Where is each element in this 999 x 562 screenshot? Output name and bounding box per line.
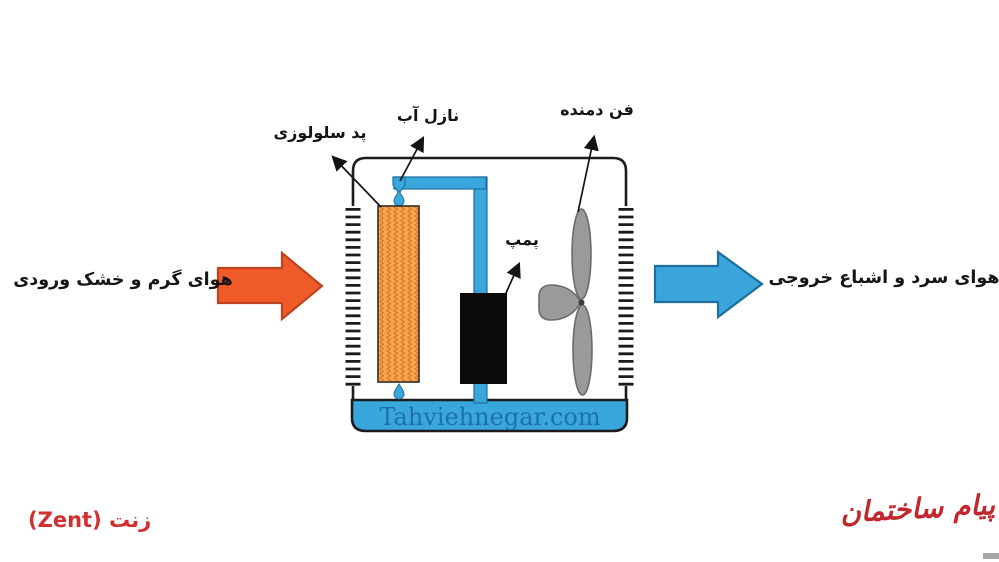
cabinet-top-wall [351, 156, 628, 206]
fan-blade-top [571, 208, 592, 300]
pipe-horizontal [393, 176, 487, 190]
pad-callout-arrow [331, 155, 382, 208]
fan-label: فن دمنده [560, 100, 634, 119]
cellulose-pad [377, 205, 420, 383]
blower-fan [538, 208, 593, 396]
water-basin [350, 398, 629, 433]
fan-blade-left [538, 284, 582, 321]
callout-arrows [331, 134, 599, 294]
water-pipe [392, 176, 488, 404]
watermark-text: Tahviehnegar.com [379, 403, 601, 431]
outlet-air-label: هوای سرد و اشباع خروجی [768, 268, 999, 288]
water-drop-icon [393, 382, 405, 400]
pump-callout-arrow [505, 261, 521, 294]
inlet-air-label: هوای گرم و خشک ورودی [13, 270, 233, 290]
pump-body [460, 293, 507, 384]
caption-zent: زنت (Zent) [28, 508, 152, 532]
cooler-cabinet [345, 156, 634, 401]
inlet-air-arrow-icon [216, 250, 324, 322]
corner-bar [983, 553, 999, 559]
nozzle-callout-arrow [399, 135, 425, 182]
water-drop-icon [393, 189, 405, 207]
outlet-air-arrow-icon [653, 249, 764, 320]
fan-blade-bottom [572, 304, 593, 396]
pad-label: پد سلولوزی [273, 123, 367, 142]
pad-zigzag-texture [379, 207, 418, 381]
pump-label: پمپ [505, 230, 539, 249]
fan-callout-arrow [577, 134, 599, 213]
nozzle-label: نازل آب [396, 106, 460, 125]
fan-hub [578, 299, 585, 306]
